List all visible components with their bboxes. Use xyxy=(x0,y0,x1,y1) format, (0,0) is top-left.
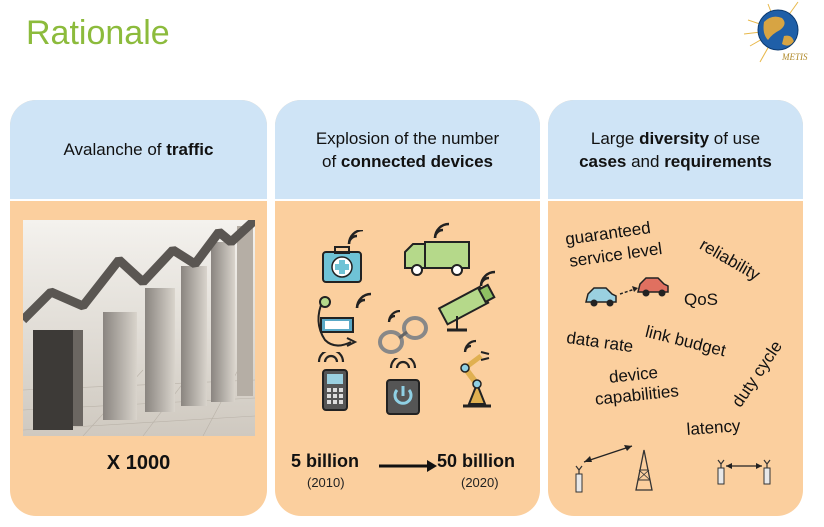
antenna-link-icon xyxy=(570,440,654,503)
devices-2020-year: (2020) xyxy=(461,475,499,490)
panel-heading: Large diversity of use cases and requirem… xyxy=(556,100,795,199)
devices-2010-value: 5 billion xyxy=(291,451,360,471)
heading-text: Avalanche of xyxy=(63,140,167,159)
heading-text: Large xyxy=(590,128,640,148)
panel-traffic: Avalanche of traffic xyxy=(10,100,267,516)
heading-bold: cases xyxy=(579,151,627,171)
car-icon xyxy=(582,272,672,317)
logo-text: METIS xyxy=(782,52,808,62)
robot-arm-icon xyxy=(455,338,505,417)
panel-heading: Explosion of the number of connected devi… xyxy=(283,100,532,199)
medical-case-icon xyxy=(319,228,371,291)
heading-bold: connected devices xyxy=(340,151,494,171)
heading-text: and xyxy=(626,151,665,171)
panel-use-cases: Large diversity of use cases and requirem… xyxy=(548,100,803,516)
devices-2020-value: 50 billion xyxy=(437,451,516,471)
heading-bold: requirements xyxy=(664,151,772,171)
word-capabilities: capabilities xyxy=(594,381,680,409)
word-qos: QoS xyxy=(684,290,719,309)
arrow-right-icon xyxy=(377,458,439,479)
word-data-rate: data rate xyxy=(565,328,635,357)
panel-header xyxy=(548,100,803,201)
heading-line2: of xyxy=(321,151,341,171)
word-link-budget: link budget xyxy=(643,322,728,361)
slide-title: Rationale xyxy=(26,14,170,52)
panel-devices: Explosion of the number of connected devi… xyxy=(275,100,540,516)
word-reliability: reliability xyxy=(696,235,764,285)
panel-header xyxy=(10,100,267,201)
heading-text: of use xyxy=(709,128,761,148)
globe-logo-icon xyxy=(738,0,824,70)
panel-header xyxy=(275,100,540,201)
panel-heading: Avalanche of traffic xyxy=(18,100,259,199)
security-camera-icon xyxy=(435,270,505,341)
tower-link-icon xyxy=(712,456,776,493)
mobile-phone-icon xyxy=(315,348,359,419)
heading-bold: diversity xyxy=(639,128,710,148)
traffic-multiplier: X 1000 xyxy=(106,452,171,474)
devices-2010-year: (2010) xyxy=(307,475,345,490)
handcuffs-icon xyxy=(375,309,433,361)
heading-bold: traffic xyxy=(166,140,214,159)
power-button-icon xyxy=(381,354,425,425)
plug-meter-icon xyxy=(311,292,375,359)
word-latency: latency xyxy=(686,416,742,439)
truck-icon xyxy=(401,222,473,285)
word-duty-cycle: duty cycle xyxy=(728,337,787,411)
heading-line1: Explosion of the number xyxy=(315,128,500,148)
growth-chart-image xyxy=(19,216,259,437)
